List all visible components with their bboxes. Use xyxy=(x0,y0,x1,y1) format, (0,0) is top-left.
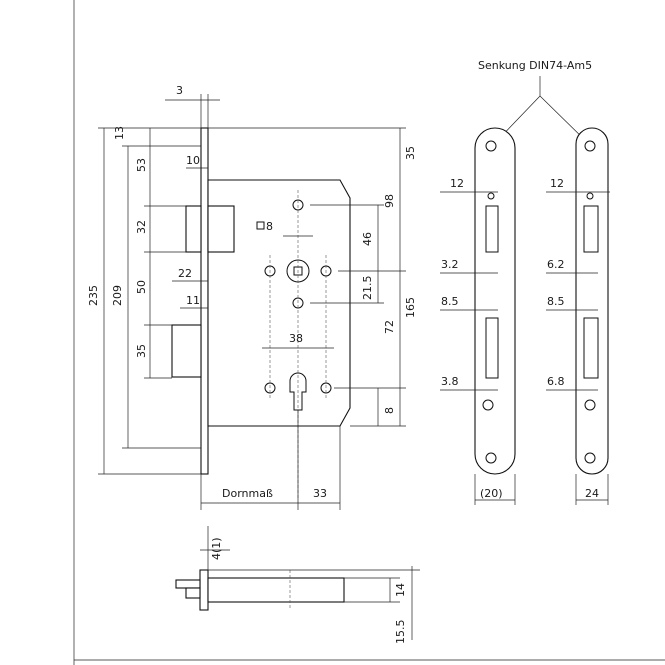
strike-left-offset-lower: 3.8 xyxy=(441,375,459,388)
strike-right-offset-lower: 6.8 xyxy=(547,375,565,388)
strike-left-latch-slot xyxy=(485,205,499,253)
strike-right-top-width: 12 xyxy=(550,177,564,190)
dim-case-height: 209 xyxy=(111,285,124,306)
dim-cylinder-offset: 8 xyxy=(383,407,396,414)
dim-backset-cam: 33 xyxy=(313,487,327,500)
faceplate xyxy=(200,127,209,475)
strike-right-hole-lower xyxy=(584,399,596,411)
dim-upper-hole-offset: 98 xyxy=(383,194,396,208)
lock-case xyxy=(207,179,351,427)
dim-deadbolt-offset: 50 xyxy=(135,280,148,294)
strike-right-latch-slot xyxy=(583,205,599,253)
left-dimensions xyxy=(98,127,201,475)
strike-left-hole-bottom xyxy=(485,452,497,464)
side-faceplate xyxy=(199,569,209,611)
top-dimensions xyxy=(165,94,220,309)
side-total-depth: 15.5 xyxy=(394,620,407,645)
strike-right-overall-width: 24 xyxy=(585,487,599,500)
side-latch xyxy=(175,579,201,589)
dim-spindle-to-top: 35 xyxy=(404,146,417,160)
strike-right-width-mid: 8.5 xyxy=(547,295,565,308)
dim-backset-label: Dornmaß xyxy=(222,487,273,500)
strike-plate-right-body xyxy=(575,127,609,475)
dim-faceplate-thickness: 3 xyxy=(176,84,183,97)
strike-left-bolt-slot xyxy=(485,317,499,379)
dim-deadbolt-projection: 22 xyxy=(178,267,192,280)
strike-plate-left-body xyxy=(474,127,516,475)
strike-left-offset-upper: 3.2 xyxy=(441,258,459,271)
strike-left-hole-top xyxy=(485,140,497,152)
right-dimensions xyxy=(208,127,406,427)
strike-left-hole-lower xyxy=(482,399,494,411)
strike-right-hole-small xyxy=(586,192,594,200)
strike-left-hole-small xyxy=(487,192,495,200)
latch-bolt xyxy=(185,205,202,253)
strike-right-bolt-slot xyxy=(583,317,599,379)
dim-deadbolt-inner: 11 xyxy=(186,294,200,307)
side-view xyxy=(175,526,420,640)
strike-right-offset-upper: 6.2 xyxy=(547,258,565,271)
side-case xyxy=(207,577,345,603)
dim-square-spindle: 8 xyxy=(266,220,273,233)
dim-hole-spacing: 38 xyxy=(289,332,303,345)
dim-case-body: 165 xyxy=(404,297,417,318)
strike-plate-right xyxy=(546,127,610,505)
dim-spindle-spacing: 46 xyxy=(361,232,374,246)
dim-latch-height: 53 xyxy=(135,158,148,172)
dim-latch-projection: 10 xyxy=(186,154,200,167)
countersink-callout: Senkung DIN74-Am5 xyxy=(478,59,592,72)
lock-front-view xyxy=(171,127,351,500)
square-symbol xyxy=(256,221,265,230)
side-bolt xyxy=(185,587,201,599)
strike-right-hole-bottom xyxy=(584,452,596,464)
side-case-thickness: 14 xyxy=(394,583,407,597)
strike-left-overall-width: (20) xyxy=(480,487,503,500)
dead-bolt xyxy=(171,324,202,378)
dim-latch-width: 32 xyxy=(135,220,148,234)
dim-top-offset: 13 xyxy=(113,126,126,140)
dim-overall-height: 235 xyxy=(87,285,100,306)
strike-plate-left xyxy=(440,127,516,505)
strike-right-hole-top xyxy=(584,140,596,152)
latch-body xyxy=(207,205,235,253)
side-latch-depth: 4(1) xyxy=(210,537,223,560)
strike-left-top-width: 12 xyxy=(450,177,464,190)
strike-left-width-mid: 8.5 xyxy=(441,295,459,308)
dim-spindle-to-screw: 21.5 xyxy=(361,276,374,301)
dim-distance: 72 xyxy=(383,320,396,334)
dim-bolt-height: 35 xyxy=(135,344,148,358)
